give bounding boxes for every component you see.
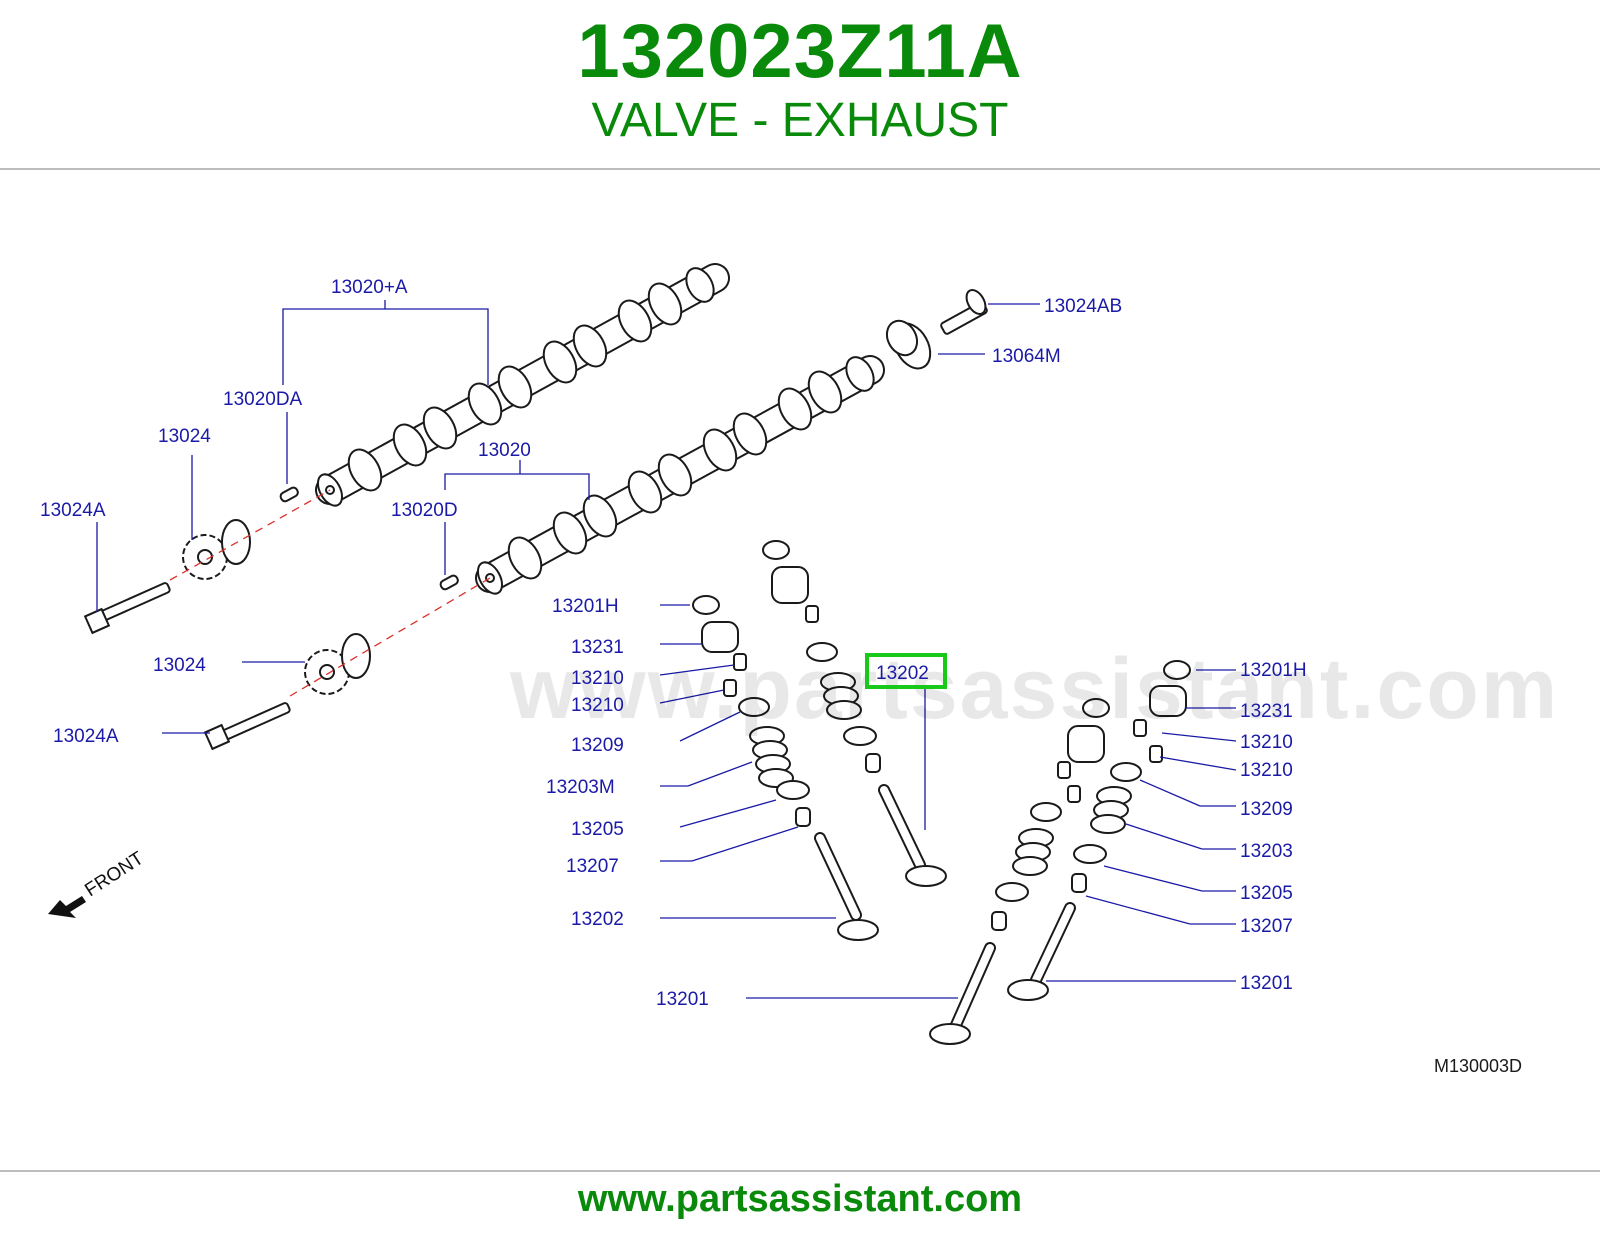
label-13209-left[interactable]: 13209 (571, 735, 624, 756)
label-13064m[interactable]: 13064M (992, 346, 1061, 367)
label-13203m[interactable]: 13203M (546, 777, 615, 798)
bolt-13024ab (940, 288, 988, 335)
sprocket-upper (182, 519, 251, 580)
valve-assembly-right (1007, 660, 1191, 1001)
label-13024-bottom[interactable]: 13024 (153, 655, 206, 676)
label-13202-left[interactable]: 13202 (571, 909, 624, 930)
label-13207-right[interactable]: 13207 (1240, 916, 1293, 937)
watermark: www.partsassistant.com (509, 641, 1559, 737)
label-13024a-top[interactable]: 13024A (40, 500, 106, 521)
valve-assembly-middle (762, 540, 947, 887)
label-13020-a[interactable]: 13020+A (331, 277, 408, 298)
label-13020da[interactable]: 13020DA (223, 389, 303, 410)
label-13231-left[interactable]: 13231 (571, 637, 624, 658)
part-description: VALVE - EXHAUST (591, 94, 1009, 147)
label-13020[interactable]: 13020 (478, 440, 531, 461)
axis-line-lower (289, 577, 491, 697)
label-13024-top[interactable]: 13024 (158, 426, 211, 447)
label-13210-right-2[interactable]: 13210 (1240, 760, 1293, 781)
camshaft-upper (315, 263, 730, 507)
label-13207-left[interactable]: 13207 (566, 856, 619, 877)
label-13024ab[interactable]: 13024AB (1044, 296, 1122, 317)
bolt-13024a-lower (203, 702, 291, 751)
diagram-code: M130003D (1434, 1056, 1522, 1076)
bolt-13024a-upper (83, 582, 171, 635)
footer-divider (0, 1170, 1600, 1172)
valve-assembly-right-middle (929, 698, 1110, 1045)
front-arrow-icon (48, 896, 86, 918)
label-13210-right-1[interactable]: 13210 (1240, 732, 1293, 753)
label-13020d[interactable]: 13020D (391, 500, 458, 521)
label-13205-right[interactable]: 13205 (1240, 883, 1293, 904)
label-13231-right[interactable]: 13231 (1240, 701, 1293, 722)
label-13202-highlighted[interactable]: 13202 (876, 663, 929, 684)
label-13201-left[interactable]: 13201 (656, 989, 709, 1010)
label-13201h-right[interactable]: 13201H (1240, 660, 1307, 681)
label-13201h-left[interactable]: 13201H (552, 596, 619, 617)
footer-url-link[interactable]: www.partsassistant.com (577, 1178, 1023, 1220)
part-number: 132023Z11A (577, 9, 1023, 94)
axis-line-upper (169, 489, 331, 581)
label-13024a-bottom[interactable]: 13024A (53, 726, 119, 747)
valve-assembly-left (692, 595, 879, 941)
label-13210-left-1[interactable]: 13210 (571, 668, 624, 689)
dowel-pin-13020d (439, 574, 459, 591)
label-13203-right[interactable]: 13203 (1240, 841, 1293, 862)
label-13205-left[interactable]: 13205 (571, 819, 624, 840)
highlight-box (865, 653, 947, 689)
front-label: FRONT (81, 848, 148, 901)
sprocket-lower (304, 633, 371, 695)
label-13209-right[interactable]: 13209 (1240, 799, 1293, 820)
label-13210-left-2[interactable]: 13210 (571, 695, 624, 716)
header-divider (0, 168, 1600, 170)
leader-lines (96, 300, 1237, 999)
dowel-pin-13020da (279, 486, 299, 503)
camshaft-lower (475, 355, 885, 595)
header: 132023Z11A VALVE - EXHAUST (0, 0, 1600, 168)
label-13201-right[interactable]: 13201 (1240, 973, 1293, 994)
washer-13064m (885, 319, 932, 370)
